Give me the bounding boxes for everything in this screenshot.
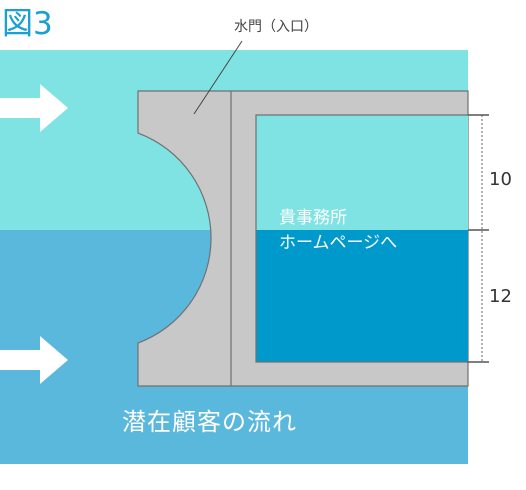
figure-title: 図3 [2, 6, 53, 42]
gate-label: 水門（入口） [234, 19, 318, 35]
tank-upper [256, 115, 468, 231]
gate-label-leader [193, 40, 243, 115]
tank-lower [256, 230, 468, 362]
site-label-line1: 貴事務所 [279, 208, 347, 228]
right-arrow-icon [0, 336, 68, 384]
site-label-line2: ホームページへ [279, 233, 397, 253]
tank-outline [255, 114, 468, 363]
dim-lower-label: 12 [489, 286, 512, 307]
dim-upper-label: 10 [489, 169, 512, 190]
flow-label: 潜在顧客の流れ [122, 408, 297, 436]
right-arrow-icon [0, 84, 68, 132]
